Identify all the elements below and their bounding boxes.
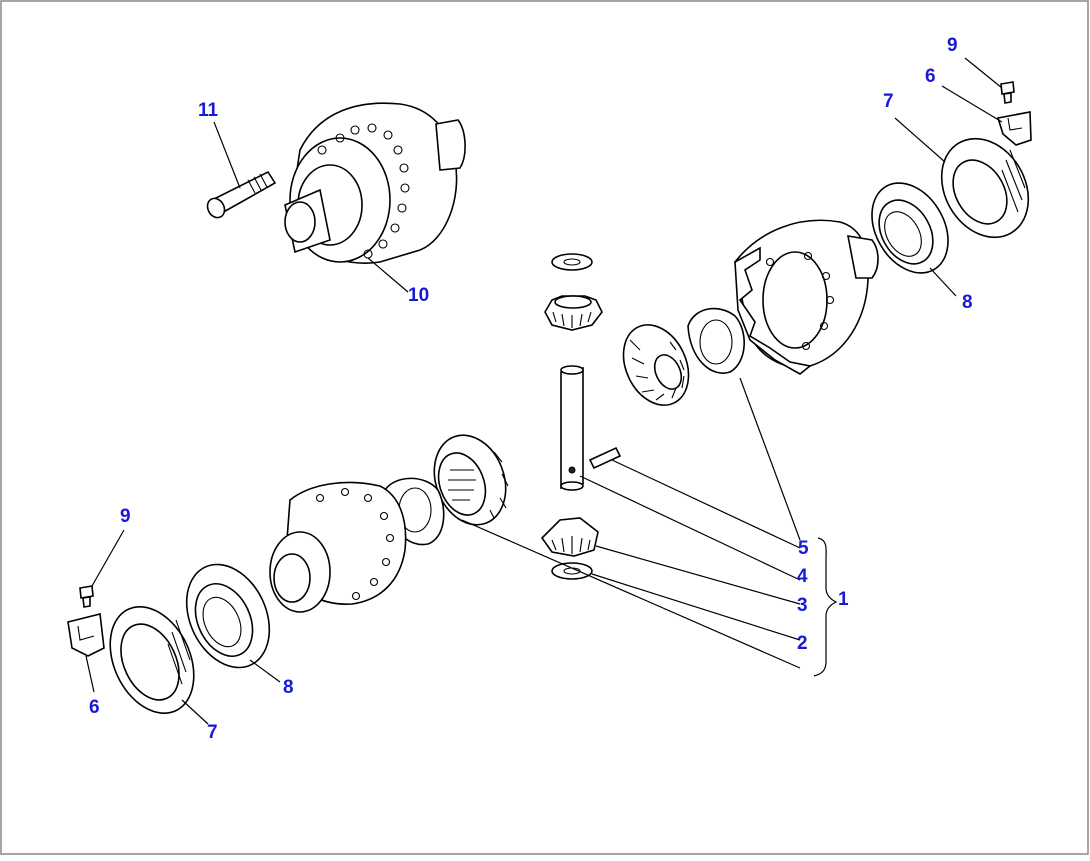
callout-7-bottom: 7 (207, 722, 218, 743)
callout-9-top: 9 (947, 35, 958, 56)
callout-9-bottom: 9 (120, 506, 131, 527)
callout-6-top: 6 (925, 66, 936, 87)
bolt-part-9-top (964, 57, 1015, 104)
adjusting-nut-part-7-top (894, 117, 1030, 239)
leader-line-part-5 (739, 377, 801, 541)
bolt-part-9-bottom (79, 529, 125, 608)
case-half-bottom (269, 481, 407, 613)
adjusting-nut-part-7-bottom (109, 605, 209, 725)
callout-4: 4 (797, 566, 808, 587)
bearing-part-8-bottom (185, 563, 281, 683)
bracket-part-6-bottom (67, 613, 105, 693)
callout-3: 3 (797, 595, 808, 616)
group-bracket-part-1 (813, 537, 838, 677)
bolt-part-11 (206, 121, 277, 219)
pinion-washer-part-2 (551, 562, 801, 641)
thrust-washer-part-5-top (687, 307, 745, 374)
lock-pin (588, 446, 801, 549)
bracket-part-6-top (941, 85, 1032, 146)
pinion-washer-top (551, 253, 593, 271)
callout-2: 2 (797, 633, 808, 654)
callout-7-top: 7 (883, 91, 894, 112)
differential-case-part-10 (284, 102, 466, 293)
pinion-shaft-part-4 (560, 365, 801, 581)
case-half-top (734, 219, 879, 375)
callout-10: 10 (408, 285, 430, 306)
callout-6-bottom: 6 (89, 697, 100, 718)
callout-8-top: 8 (962, 292, 973, 313)
pinion-gear-bottom-part-3 (540, 517, 801, 605)
callout-11: 11 (198, 100, 219, 121)
callout-5: 5 (798, 538, 809, 559)
bearing-part-8-top (871, 182, 957, 297)
side-gear-top (622, 324, 690, 406)
side-gear-bottom (433, 434, 801, 669)
callout-1: 1 (838, 589, 849, 610)
callout-8-bottom: 8 (283, 677, 294, 698)
pinion-gear-top (544, 295, 603, 331)
